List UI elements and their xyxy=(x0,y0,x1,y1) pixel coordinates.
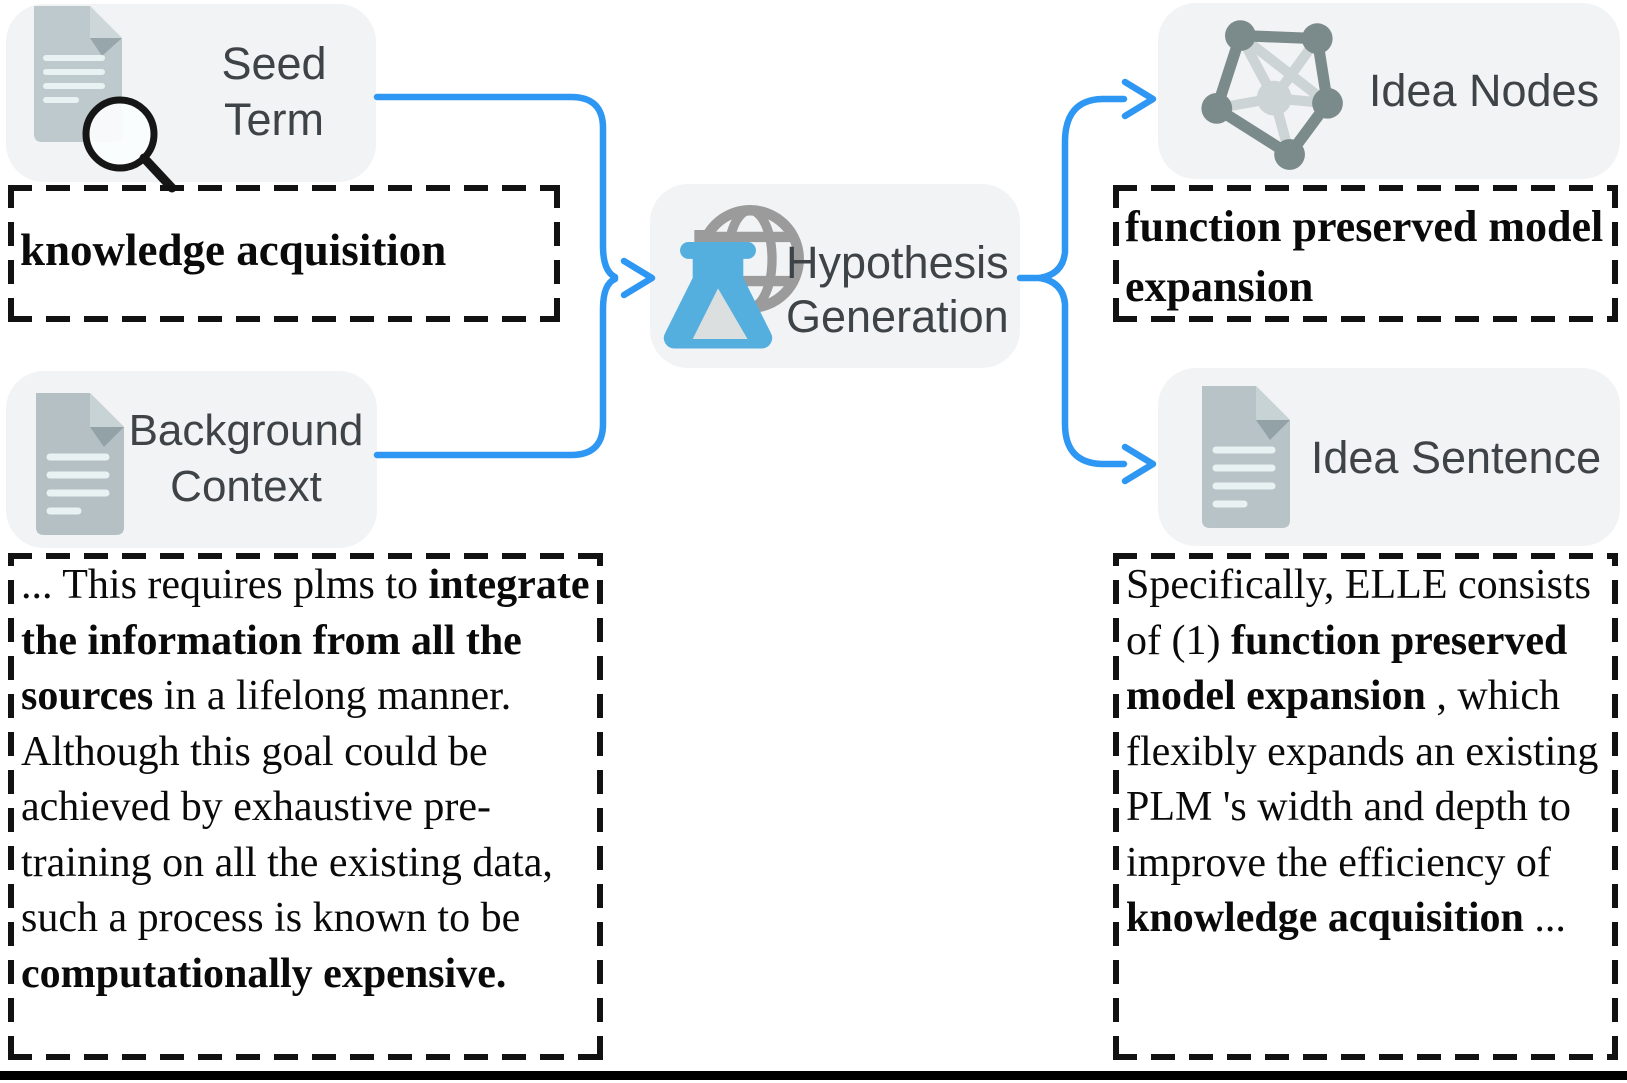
seed-term-value-text: knowledge acquisition xyxy=(20,225,447,275)
flask-icon xyxy=(663,242,773,349)
arrowhead-into-hypothesis xyxy=(620,257,656,299)
idea-sentence-value-box: Specifically, ELLE consists of (1) funct… xyxy=(1113,553,1618,1060)
idea-nodes-panel: Idea Nodes xyxy=(1158,3,1620,179)
idea-nodes-value-text: function preserved model expansion xyxy=(1125,202,1604,311)
seed-term-value-box: knowledge acquisition xyxy=(8,185,560,322)
idea-sentence-panel: Idea Sentence xyxy=(1158,368,1620,546)
idea-nodes-value-box: function preserved model expansion xyxy=(1113,185,1618,322)
arrowhead-into-idea-nodes xyxy=(1121,78,1157,120)
background-context-value-box: ... This requires plms to integrate the … xyxy=(8,553,603,1060)
arrow-hypothesis-to-idea-nodes xyxy=(1036,95,1128,282)
document-icon xyxy=(1202,386,1290,528)
figure-bottom-border xyxy=(0,1071,1627,1080)
idea-sentence-label: Idea Sentence xyxy=(1310,432,1602,483)
idea-nodes-label: Idea Nodes xyxy=(1368,65,1600,116)
idea-sentence-value-text: Specifically, ELLE consists of (1) funct… xyxy=(1126,562,1599,941)
arrow-hypothesis-to-idea-sentence xyxy=(1036,274,1128,468)
document-search-icon xyxy=(34,6,177,193)
document-icon xyxy=(36,393,124,535)
background-context-value-text: ... This requires plms to integrate the … xyxy=(21,562,590,997)
graph-network-icon xyxy=(1201,20,1343,170)
arrowhead-into-idea-sentence xyxy=(1121,443,1157,485)
